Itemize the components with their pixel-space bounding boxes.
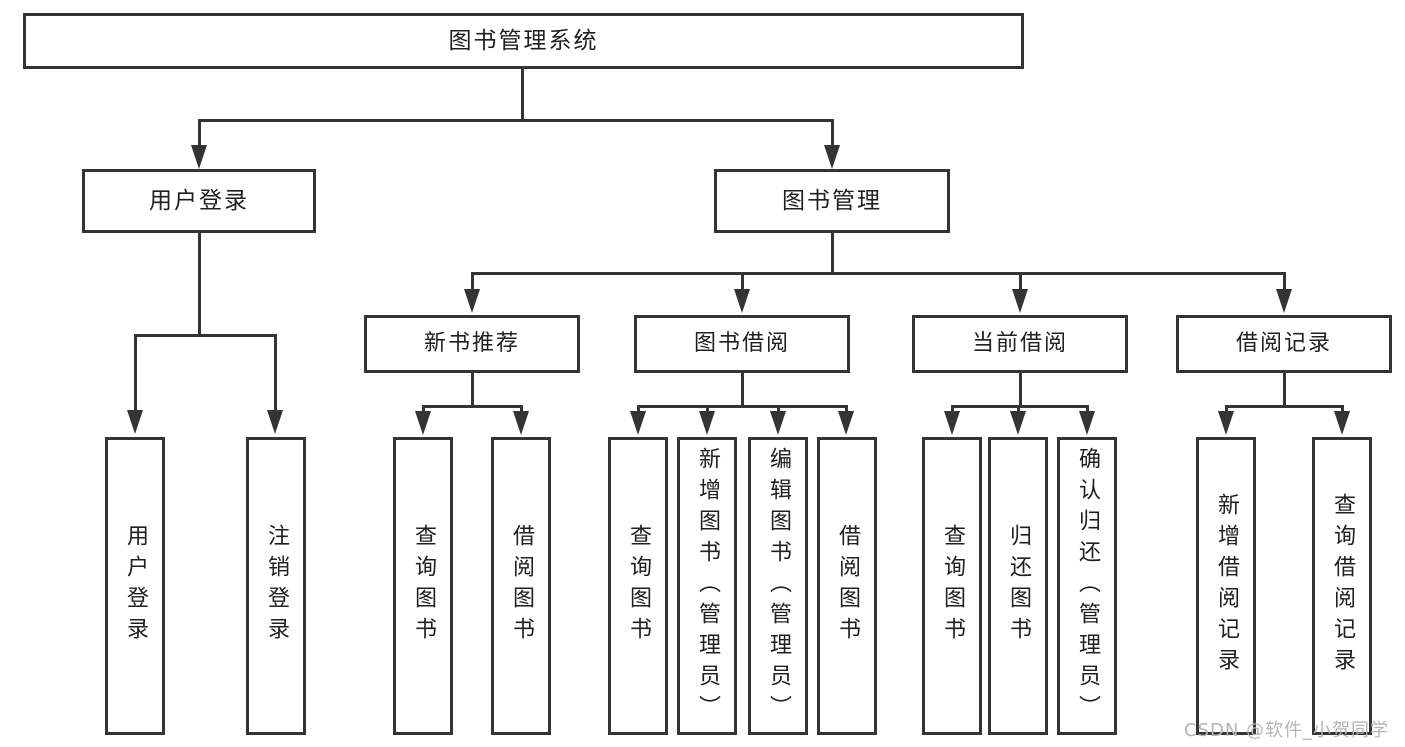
- leaf-records-query-record-label: 查询借阅记录: [1330, 493, 1355, 679]
- leaf-current-confirm-return-admin-label: 确认归还（管理员）: [1075, 446, 1100, 726]
- leaf-logout: 注销登录: [246, 437, 306, 735]
- connector-line: [1086, 405, 1089, 415]
- connector-line: [741, 272, 744, 292]
- connector-line: [422, 405, 522, 408]
- connector-line: [471, 272, 474, 292]
- leaf-current-return-books: 归还图书: [988, 437, 1048, 735]
- connector-line: [951, 405, 954, 415]
- leaf-current-confirm-return-admin: 确认归还（管理员）: [1057, 437, 1117, 735]
- leaf-records-query-record: 查询借阅记录: [1312, 437, 1372, 735]
- leaf-borrow-add-books-admin: 新增图书（管理员）: [677, 437, 737, 735]
- connector-arrow: [267, 410, 283, 434]
- leaf-borrow-add-books-admin-label: 新增图书（管理员）: [695, 446, 720, 726]
- node-book-borrowing-label: 图书借阅: [693, 331, 790, 356]
- connector-arrow: [127, 410, 143, 434]
- leaf-borrow-borrow-books-label: 借阅图书: [835, 524, 860, 648]
- connector-line: [1225, 405, 1343, 408]
- connector-arrow: [699, 411, 715, 435]
- connector-arrow: [734, 289, 750, 313]
- connector-arrow: [415, 411, 431, 435]
- connector-arrow: [630, 411, 646, 435]
- connector-line: [777, 405, 780, 415]
- leaf-records-add-record: 新增借阅记录: [1196, 437, 1256, 735]
- connector-arrow: [513, 411, 529, 435]
- connector-line: [274, 334, 277, 414]
- node-new-book-recommend-label: 新书推荐: [423, 331, 520, 356]
- connector-line: [198, 119, 834, 122]
- node-borrowing-records: 借阅记录: [1176, 315, 1392, 373]
- node-user-login: 用户登录: [82, 169, 316, 233]
- connector-arrow: [1276, 289, 1292, 313]
- connector-arrow: [838, 411, 854, 435]
- connector-arrow: [464, 289, 480, 313]
- node-book-borrowing: 图书借阅: [634, 315, 850, 373]
- leaf-current-query-books: 查询图书: [922, 437, 982, 735]
- connector-line: [831, 233, 834, 275]
- leaf-user-login-label: 用户登录: [123, 524, 148, 648]
- leaf-current-return-books-label: 归还图书: [1006, 524, 1031, 648]
- leaf-current-query-books-label: 查询图书: [940, 524, 965, 648]
- connector-line: [831, 119, 834, 149]
- connector-arrow: [770, 411, 786, 435]
- node-root: 图书管理系统: [23, 13, 1024, 69]
- connector-line: [741, 373, 744, 408]
- connector-line: [471, 373, 474, 408]
- node-current-borrowing: 当前借阅: [912, 315, 1128, 373]
- connector-line: [198, 233, 201, 337]
- node-user-login-label: 用户登录: [149, 187, 249, 214]
- node-root-label: 图书管理系统: [448, 27, 599, 54]
- leaf-newbook-query-books-label: 查询图书: [411, 524, 436, 648]
- connector-line: [1225, 405, 1228, 415]
- leaf-newbook-borrow-books-label: 借阅图书: [509, 524, 534, 648]
- connector-line: [1017, 405, 1020, 415]
- connector-line: [134, 334, 277, 337]
- connector-arrow: [1010, 411, 1026, 435]
- connector-arrow: [191, 145, 207, 169]
- leaf-user-login: 用户登录: [105, 437, 165, 735]
- connector-line: [706, 405, 709, 415]
- leaf-logout-label: 注销登录: [264, 524, 289, 648]
- leaf-newbook-query-books: 查询图书: [393, 437, 453, 735]
- connector-line: [521, 69, 524, 121]
- connector-line: [134, 334, 137, 414]
- connector-line: [637, 405, 640, 415]
- connector-line: [637, 405, 848, 408]
- connector-line: [1283, 373, 1286, 408]
- node-new-book-recommend: 新书推荐: [364, 315, 580, 373]
- node-book-management-label: 图书管理: [782, 187, 882, 214]
- connector-arrow: [1218, 411, 1234, 435]
- connector-arrow: [824, 145, 840, 169]
- connector-line: [1019, 373, 1022, 408]
- connector-arrow: [1012, 289, 1028, 313]
- connector-line: [198, 119, 201, 149]
- connector-line: [1341, 405, 1344, 415]
- connector-line: [1019, 272, 1022, 292]
- connector-line: [422, 405, 425, 415]
- connector-line: [520, 405, 523, 415]
- leaf-borrow-borrow-books: 借阅图书: [817, 437, 877, 735]
- connector-arrow: [944, 411, 960, 435]
- leaf-borrow-edit-books-admin-label: 编辑图书（管理员）: [766, 446, 791, 726]
- leaf-newbook-borrow-books: 借阅图书: [491, 437, 551, 735]
- connector-line: [1283, 272, 1286, 292]
- connector-line: [845, 405, 848, 415]
- connector-line: [471, 272, 1285, 275]
- connector-arrow: [1334, 411, 1350, 435]
- node-book-management: 图书管理: [714, 169, 950, 233]
- node-borrowing-records-label: 借阅记录: [1235, 331, 1332, 356]
- leaf-borrow-edit-books-admin: 编辑图书（管理员）: [748, 437, 808, 735]
- leaf-borrow-query-books-label: 查询图书: [626, 524, 651, 648]
- leaf-borrow-query-books: 查询图书: [608, 437, 668, 735]
- leaf-records-add-record-label: 新增借阅记录: [1214, 493, 1239, 679]
- connector-arrow: [1079, 411, 1095, 435]
- csdn-watermark: CSDN @软件_小贺同学: [1184, 720, 1390, 741]
- node-current-borrowing-label: 当前借阅: [971, 331, 1068, 356]
